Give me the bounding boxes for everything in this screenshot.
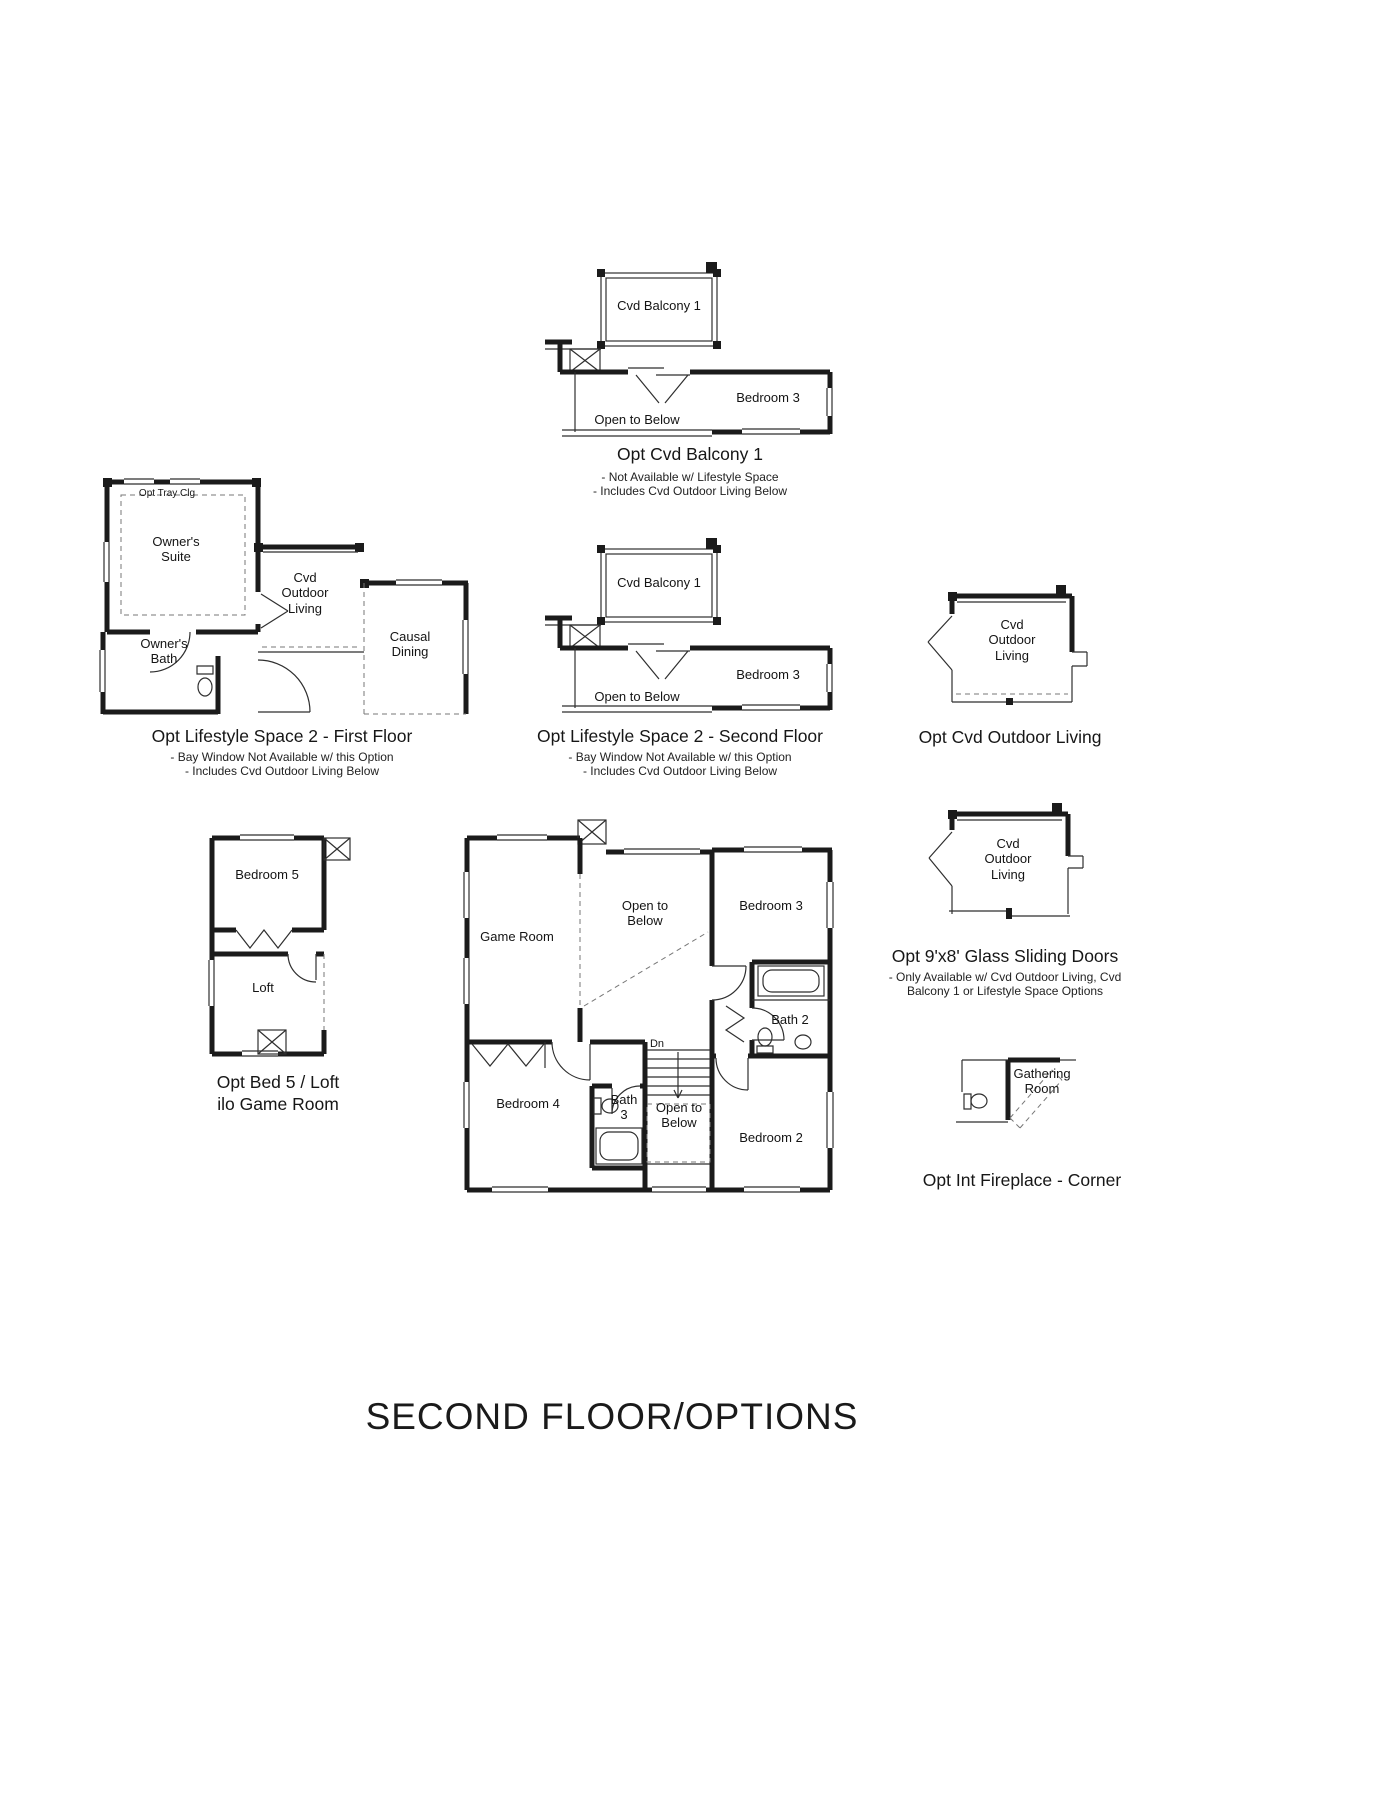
plan-caption-lifestyle-second: Opt Lifestyle Space 2 - Second Floor <box>537 726 823 746</box>
room-label-open-to-below: Open to Below <box>621 898 669 929</box>
room-label-bath-3: Bath 3 <box>610 1092 638 1123</box>
room-label-open-to-below: Open to Below <box>594 689 680 704</box>
room-label-cvd-outdoor-living: Cvd Outdoor Living <box>984 836 1032 882</box>
plan-note: Balcony 1 or Lifestyle Space Options <box>906 984 1104 998</box>
room-label-bedroom-3: Bedroom 3 <box>736 390 800 405</box>
room-label-owners-suite: Owner's Suite <box>152 534 200 565</box>
room-label-opt-tray-clg: Opt Tray Clg <box>138 488 196 499</box>
plan-caption-bed5-loft-line1: Opt Bed 5 / Loft <box>216 1072 340 1092</box>
plan-bed5-loft-linework <box>208 834 351 1057</box>
plan-cvd-outdoor-living-linework <box>927 585 1088 705</box>
plan-lifestyle-second-linework <box>545 538 832 712</box>
room-label-loft: Loft <box>252 980 274 995</box>
room-label-cvd-balcony-1: Cvd Balcony 1 <box>617 575 701 590</box>
room-label-game-room: Game Room <box>480 929 554 944</box>
room-label-bedroom-2: Bedroom 2 <box>739 1130 803 1145</box>
room-label-open-to-below: Open to Below <box>655 1100 703 1131</box>
room-label-bedroom-3: Bedroom 3 <box>739 898 803 913</box>
plan-note: - Includes Cvd Outdoor Living Below <box>184 764 380 778</box>
room-label-causal-dining: Causal Dining <box>389 629 431 660</box>
room-label-bedroom-4: Bedroom 4 <box>496 1096 560 1111</box>
plan-caption-cvd-balcony: Opt Cvd Balcony 1 <box>617 444 763 464</box>
plan-caption-lifestyle-first: Opt Lifestyle Space 2 - First Floor <box>151 726 413 746</box>
room-label-cvd-outdoor-living: Cvd Outdoor Living <box>988 617 1036 663</box>
plan-note: - Only Available w/ Cvd Outdoor Living, … <box>888 970 1122 984</box>
sheet-title: SECOND FLOOR/OPTIONS <box>365 1396 859 1437</box>
room-label-bedroom-5: Bedroom 5 <box>235 867 299 882</box>
room-label-gathering-room: Gathering Room <box>1013 1066 1071 1097</box>
plan-note: - Includes Cvd Outdoor Living Below <box>592 484 788 498</box>
plan-glass-sliding-doors-linework <box>928 803 1084 919</box>
room-label-cvd-balcony-1: Cvd Balcony 1 <box>617 298 701 313</box>
plan-note: - Not Available w/ Lifestyle Space <box>601 470 779 484</box>
room-label-bedroom-3: Bedroom 3 <box>736 667 800 682</box>
plan-note: - Includes Cvd Outdoor Living Below <box>582 764 778 778</box>
plan-note: - Bay Window Not Available w/ this Optio… <box>170 750 394 764</box>
plan-caption-glass-doors: Opt 9'x8' Glass Sliding Doors <box>891 946 1119 966</box>
plan-note: - Bay Window Not Available w/ this Optio… <box>568 750 792 764</box>
plan-caption-bed5-loft-line2: ilo Game Room <box>217 1094 339 1114</box>
plan-main-second-floor-linework <box>463 819 834 1193</box>
room-label-bath-2: Bath 2 <box>771 1012 809 1027</box>
plan-caption-cvd-outdoor: Opt Cvd Outdoor Living <box>918 727 1102 747</box>
room-label-open-to-below: Open to Below <box>594 412 680 427</box>
plan-cvd-balcony-1-linework <box>545 262 833 437</box>
room-label-cvd-outdoor-living: Cvd Outdoor Living <box>281 570 329 616</box>
plan-caption-fireplace: Opt Int Fireplace - Corner <box>922 1170 1122 1190</box>
plan-fireplace-corner-linework <box>956 1057 1076 1129</box>
plan-lifestyle-first-linework <box>99 478 469 715</box>
stair-dn-label: Dn <box>649 1038 665 1050</box>
room-label-owners-bath: Owner's Bath <box>140 636 188 667</box>
